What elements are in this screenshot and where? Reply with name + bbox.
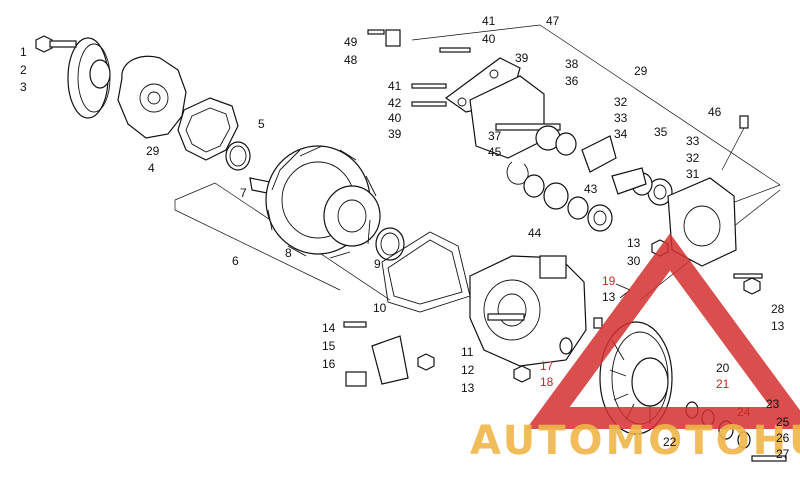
callout-c23: 23 xyxy=(766,397,780,411)
callout-c12: 12 xyxy=(461,363,475,377)
bearing-ring xyxy=(375,227,405,261)
callout-c33a: 33 xyxy=(614,111,628,125)
bearings-32-33 xyxy=(535,125,673,206)
callout-c26: 26 xyxy=(776,431,790,445)
fan-assembly xyxy=(265,145,381,259)
upper-bolts xyxy=(411,47,471,107)
bearing-set-43-44 xyxy=(523,174,613,232)
callout-c49: 49 xyxy=(344,35,358,49)
callout-c39a: 39 xyxy=(515,51,529,65)
gearcase-housing xyxy=(469,255,587,367)
callout-c32b: 32 xyxy=(686,151,700,165)
callout-c18: 18 xyxy=(540,375,554,389)
callout-c41b: 41 xyxy=(388,79,402,93)
bolt-27 xyxy=(751,455,787,462)
callout-c3: 3 xyxy=(20,80,27,94)
callout-c32a: 32 xyxy=(614,95,628,109)
callout-c24: 24 xyxy=(737,405,751,419)
drive-clutch-sheave xyxy=(67,37,111,119)
clutch-spider-nut xyxy=(35,35,77,53)
callout-c44: 44 xyxy=(528,226,542,240)
callout-c13b: 13 xyxy=(627,236,641,250)
callout-c39b: 39 xyxy=(388,127,402,141)
bolt-49 xyxy=(367,29,401,47)
callout-c29a: 29 xyxy=(146,144,160,158)
callout-c8: 8 xyxy=(285,246,292,260)
callout-c40b: 40 xyxy=(388,111,402,125)
callout-c47: 47 xyxy=(546,14,560,28)
callout-c22: 22 xyxy=(663,435,677,449)
callout-c42: 42 xyxy=(388,96,402,110)
callout-c31: 31 xyxy=(686,167,700,181)
callout-c21: 21 xyxy=(716,377,730,391)
callout-c13d: 13 xyxy=(602,290,616,304)
callout-c30: 30 xyxy=(627,254,641,268)
callout-c38: 38 xyxy=(565,57,579,71)
callout-c45: 45 xyxy=(488,145,502,159)
bolt-28 xyxy=(733,273,763,279)
callout-c19: 19 xyxy=(602,274,616,288)
callout-c48: 48 xyxy=(344,53,358,67)
watermark-text: AUTOMOTOHUB xyxy=(470,418,800,464)
callout-c11: 11 xyxy=(461,345,474,359)
driven-clutch xyxy=(599,321,673,435)
callout-c13c: 13 xyxy=(771,319,785,333)
callout-c34: 34 xyxy=(614,127,628,141)
clutch-cover-assembly xyxy=(117,55,187,139)
watermark-triangle xyxy=(526,233,800,429)
callout-c27: 27 xyxy=(776,447,790,461)
callout-c41a: 41 xyxy=(482,14,496,28)
callout-c17: 17 xyxy=(540,359,554,373)
callout-c37: 37 xyxy=(488,129,502,143)
callout-c9: 9 xyxy=(374,257,381,271)
callout-c35: 35 xyxy=(654,125,668,139)
callout-c28: 28 xyxy=(771,302,785,316)
callout-c15: 15 xyxy=(322,339,336,353)
shaft-37 xyxy=(495,123,561,131)
tensioner-34 xyxy=(581,135,617,173)
callout-c10: 10 xyxy=(373,301,387,315)
callout-c7: 7 xyxy=(240,186,247,200)
snap-ring-45 xyxy=(506,161,529,185)
dipstick-46 xyxy=(721,115,749,171)
callout-c16: 16 xyxy=(322,357,336,371)
callout-c29b: 29 xyxy=(634,64,648,78)
callout-c25: 25 xyxy=(776,415,790,429)
gasket xyxy=(177,97,239,161)
chain-tensioner-35 xyxy=(611,167,647,195)
callout-c14: 14 xyxy=(322,321,336,335)
misc-small-parts xyxy=(559,283,631,355)
callout-c33b: 33 xyxy=(686,134,700,148)
callout-c43: 43 xyxy=(584,182,598,196)
mount-bracket xyxy=(343,321,409,387)
callout-c46: 46 xyxy=(708,105,722,119)
callout-c20: 20 xyxy=(716,361,730,375)
callout-c13a: 13 xyxy=(461,381,475,395)
callout-c40a: 40 xyxy=(482,32,496,46)
callout-c5: 5 xyxy=(258,117,265,131)
callout-c4: 4 xyxy=(148,161,155,175)
callout-c2: 2 xyxy=(20,63,27,77)
callout-c36: 36 xyxy=(565,74,579,88)
callout-c1: 1 xyxy=(20,45,27,59)
callout-c6: 6 xyxy=(232,254,239,268)
o-ring xyxy=(225,141,251,171)
